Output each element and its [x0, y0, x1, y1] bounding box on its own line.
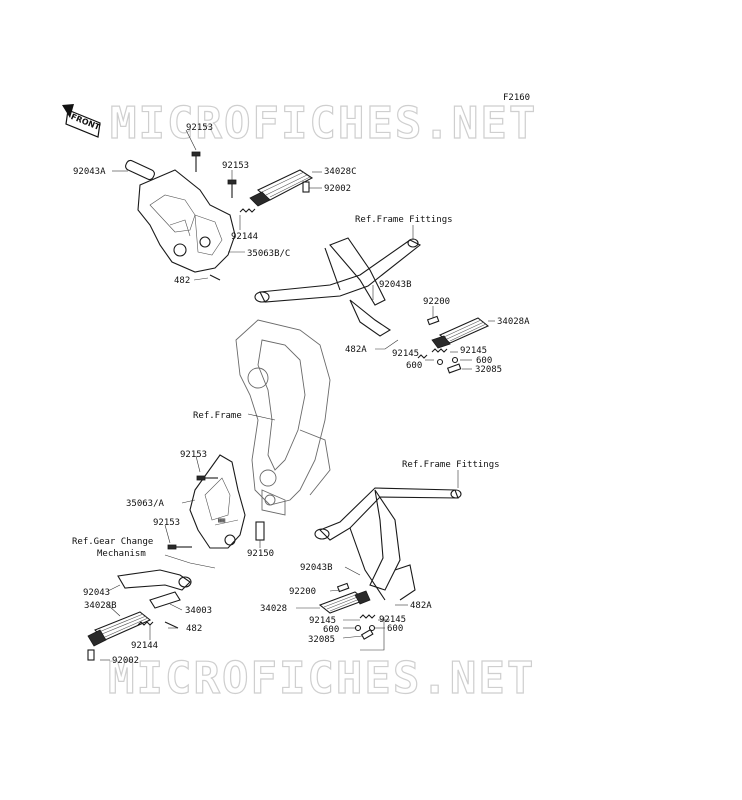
label-92043: 92043	[83, 588, 110, 598]
footpeg-34028c	[249, 169, 314, 207]
spring-92144-lower	[137, 621, 154, 626]
shift-lever	[117, 569, 192, 609]
label-92145: 92145	[379, 615, 406, 625]
pin-32085-upper	[446, 363, 462, 374]
front-right-bracket	[137, 169, 236, 273]
label-92200: 92200	[289, 587, 316, 597]
bolt-92153-mid-b	[167, 544, 192, 550]
label-600: 600	[387, 624, 403, 634]
label-92145: 92145	[309, 616, 336, 626]
ref-frame-fittings-lower: Ref.Frame Fittings	[402, 460, 500, 470]
label-92043a: 92043A	[73, 167, 106, 177]
label-482a: 482A	[410, 601, 432, 611]
label-92150: 92150	[247, 549, 274, 559]
spring-92145-lower	[359, 614, 376, 619]
label-482: 482	[174, 276, 190, 286]
pin-92002-upper	[302, 181, 310, 193]
label-92002: 92002	[112, 656, 139, 666]
ref-frame: Ref.Frame	[193, 411, 242, 421]
watermark-bottom: MICROFICHES.NET	[108, 653, 535, 704]
ref-gear-change-line2: Mechanism	[97, 549, 146, 559]
washer-600-upper	[436, 356, 459, 366]
main-frame	[235, 319, 331, 516]
label-92153: 92153	[186, 123, 213, 133]
label-600: 600	[476, 356, 492, 366]
label-92153: 92153	[222, 161, 249, 171]
pin-92200-lower	[336, 582, 350, 593]
label-92153: 92153	[180, 450, 207, 460]
label-92043b: 92043B	[379, 280, 412, 290]
ref-gear-change-line1: Ref.Gear Change	[72, 537, 153, 547]
ref-frame-fittings-upper: Ref.Frame Fittings	[355, 215, 453, 225]
watermark-top: MICROFICHES.NET	[110, 98, 537, 149]
label-34003: 34003	[185, 606, 212, 616]
label-34028: 34028	[260, 604, 287, 614]
rear-left-bracket: ▦▦	[189, 454, 246, 549]
pin-32085-lower	[360, 629, 374, 640]
label-92144: 92144	[131, 641, 158, 651]
bolt-92043a-upper	[125, 159, 155, 181]
spring-92144-upper	[239, 208, 256, 213]
bolt-92153-upper-b	[227, 179, 237, 198]
pin-92200-upper	[426, 315, 440, 326]
pin-482-lower	[164, 621, 179, 629]
label-92145: 92145	[392, 349, 419, 359]
footpeg-34028b	[87, 611, 152, 647]
pin-482-upper	[209, 274, 221, 281]
label-482a: 482A	[345, 345, 367, 355]
label-92145: 92145	[460, 346, 487, 356]
label-34028b: 34028B	[84, 601, 117, 611]
label-482: 482	[186, 624, 202, 634]
label-35063a: 35063/A	[126, 499, 165, 509]
label-92144: 92144	[231, 232, 258, 242]
label-92043b: 92043B	[300, 563, 333, 573]
label-32085: 32085	[308, 635, 335, 645]
bolt-92150	[255, 521, 265, 541]
label-600: 600	[406, 361, 422, 371]
washer-600-lower	[354, 624, 376, 632]
label-92153: 92153	[153, 518, 180, 528]
frame-fittings-lower	[314, 487, 462, 601]
footpeg-34028a	[431, 317, 490, 349]
bolt-92153-mid-a	[196, 475, 218, 481]
diagram-code: F2160	[503, 93, 530, 103]
footpeg-34028	[318, 590, 371, 614]
label-600: 600	[323, 625, 339, 635]
front-arrow-icon: FRONT	[62, 104, 102, 138]
label-34028c: 34028C	[324, 167, 357, 177]
svg-text:▦▦: ▦▦	[218, 517, 226, 524]
pin-92002-lower	[87, 649, 95, 661]
label-34028a: 34028A	[497, 317, 530, 327]
bolt-92153-upper-a	[191, 151, 201, 172]
label-92200: 92200	[423, 297, 450, 307]
label-35063bc: 35063B/C	[247, 249, 290, 259]
frame-fittings-upper	[254, 237, 422, 337]
label-32085: 32085	[475, 365, 502, 375]
label-92002: 92002	[324, 184, 351, 194]
spring-92145-upper	[417, 348, 448, 359]
